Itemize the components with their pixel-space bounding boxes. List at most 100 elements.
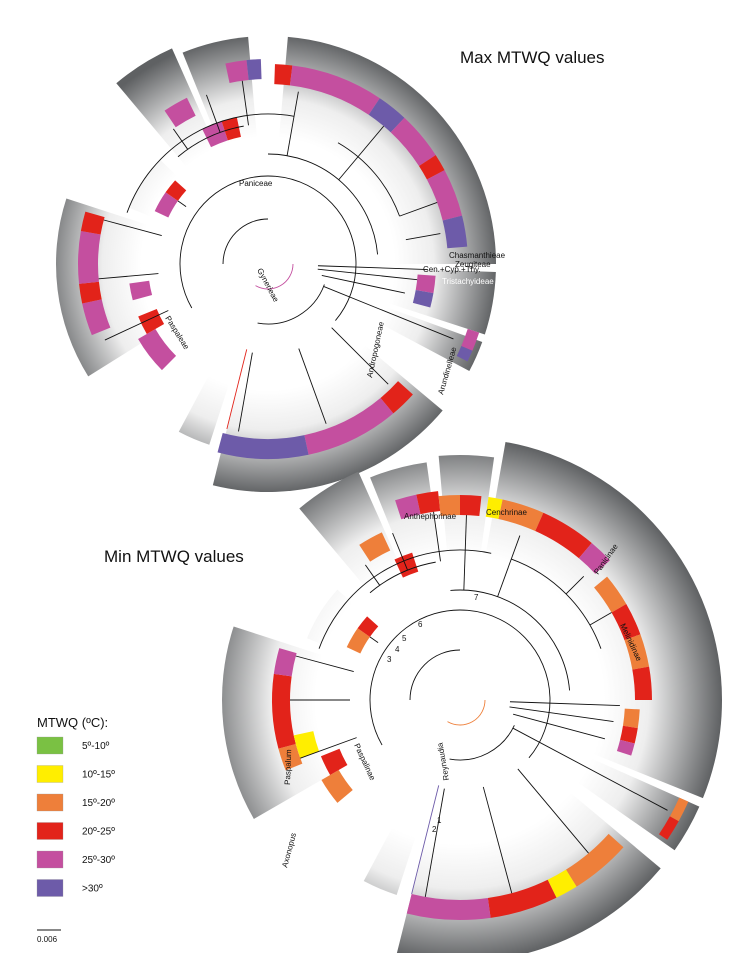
mtwq-ring-segment: [535, 512, 592, 559]
mtwq-ring-segment: [225, 60, 249, 84]
node-number-7: 7: [474, 593, 479, 602]
bottom-tree-branches: [290, 511, 668, 898]
tree-branch: [399, 202, 438, 217]
tree-arc: [177, 125, 244, 158]
mtwq-ring-segment: [395, 494, 421, 520]
mtwq-ring-segment: [80, 211, 105, 235]
mtwq-ring-segment: [622, 708, 640, 729]
mtwq-ring-segment: [624, 634, 650, 670]
tree-branch: [295, 655, 354, 672]
scale-bar-label: 0.006: [37, 935, 58, 944]
mtwq-ring-segment: [658, 816, 679, 840]
tree-branch: [317, 268, 418, 281]
clade-label-tristachyideae: Tristachyideae: [442, 277, 494, 286]
clade-label-zeugiteae: Zeugiteae: [455, 260, 491, 269]
tree-arc: [447, 699, 486, 726]
mtwq-ring-segment: [274, 64, 293, 86]
mtwq-ring-segment: [442, 215, 468, 249]
legend-swatch: [36, 736, 64, 755]
tree-branch: [338, 125, 385, 181]
legend-swatch: [36, 765, 64, 783]
legend-swatch: [36, 793, 64, 812]
shaded-sector: [370, 462, 460, 700]
tree-branch: [424, 788, 445, 898]
tree-branch: [411, 785, 440, 895]
mtwq-ring-segment: [578, 542, 610, 574]
tree-branch: [298, 348, 327, 424]
mtwq-ring-segment: [547, 869, 577, 898]
mtwq-ring-segment: [456, 346, 473, 362]
tree-branch: [589, 612, 612, 626]
mtwq-ring-segment: [346, 628, 370, 654]
legend-label: 25º-30º: [82, 855, 115, 866]
node-number-6: 6: [418, 620, 423, 629]
tree-arc: [257, 284, 325, 325]
tree-arc: [318, 549, 492, 649]
mtwq-ring-segment: [412, 290, 434, 308]
legend-label: 5º-10º: [82, 741, 110, 752]
tree-branch: [226, 349, 248, 430]
mtwq-ring-segment: [415, 274, 436, 294]
mtwq-ring-segment: [304, 398, 394, 455]
mtwq-ring-segment: [616, 739, 635, 756]
tree-branch: [509, 706, 614, 723]
mtwq-ring-segment: [357, 616, 379, 637]
mtwq-ring-segment: [380, 381, 413, 414]
tree-branch: [98, 273, 159, 280]
clade-label-axonopus: Axonopus: [280, 832, 298, 869]
mtwq-ring-segment: [82, 299, 111, 336]
tree-branch: [513, 713, 606, 740]
tree-branch: [317, 265, 428, 271]
shaded-sector: [307, 589, 460, 700]
shaded-sector: [178, 264, 268, 445]
tree-branch: [104, 310, 169, 341]
tree-branch: [286, 91, 299, 156]
tree-branch: [241, 80, 249, 126]
mtwq-ring-segment: [669, 797, 689, 822]
shaded-sector: [268, 264, 496, 335]
tree-arc: [255, 263, 294, 290]
mtwq-ring-segment: [611, 604, 641, 641]
tree-branch: [482, 786, 513, 894]
mtwq-ring-segment: [416, 491, 441, 515]
mtwq-ring-segment: [246, 59, 262, 81]
mtwq-ring-segment: [321, 770, 353, 803]
mtwq-ring-segment: [165, 180, 187, 201]
tree-branch: [512, 727, 668, 811]
mtwq-ring-segment: [293, 731, 320, 759]
clade-label-cen-cyp-thy: Cen.+Cyp.+Thy.: [423, 265, 481, 274]
tree-branch: [323, 286, 454, 340]
mtwq-ring-segment: [138, 329, 177, 371]
mtwq-ring-segment: [406, 894, 491, 920]
tree-arc: [449, 725, 515, 761]
mtwq-ring-segment: [565, 833, 624, 887]
tree-branch: [433, 511, 441, 562]
tree-branch: [172, 128, 189, 150]
mtwq-ring-segment: [320, 748, 348, 775]
scale-bar: 0.006: [37, 929, 61, 944]
tree-arc: [409, 649, 461, 701]
shaded-sector: [396, 700, 661, 953]
mtwq-ring-segment: [273, 648, 297, 677]
node-number-5: 5: [402, 634, 407, 643]
tree-arc: [450, 589, 571, 691]
tree-branch: [509, 701, 620, 707]
tree-arc: [511, 558, 602, 649]
shaded-sector: [460, 441, 722, 700]
mtwq-ring-segment: [79, 281, 102, 304]
tree-branch: [177, 200, 187, 208]
legend-label: 10º-15º: [82, 770, 115, 781]
tree-branch: [103, 219, 162, 236]
node-number-4: 4: [395, 645, 400, 654]
mtwq-ring-segment: [632, 666, 652, 700]
shaded-sector: [55, 198, 269, 377]
legend-title: MTWQ (ºC):: [37, 715, 108, 730]
mtwq-ring-segment: [498, 499, 544, 531]
bottom-panel: Min MTWQ values Anthephorinae Cenchrinae…: [104, 441, 722, 953]
tree-branch: [405, 233, 441, 241]
shaded-sector: [182, 36, 268, 264]
mtwq-ring-segment: [164, 97, 196, 128]
tree-branch: [206, 94, 221, 133]
legend-label: 15º-20º: [82, 798, 115, 809]
